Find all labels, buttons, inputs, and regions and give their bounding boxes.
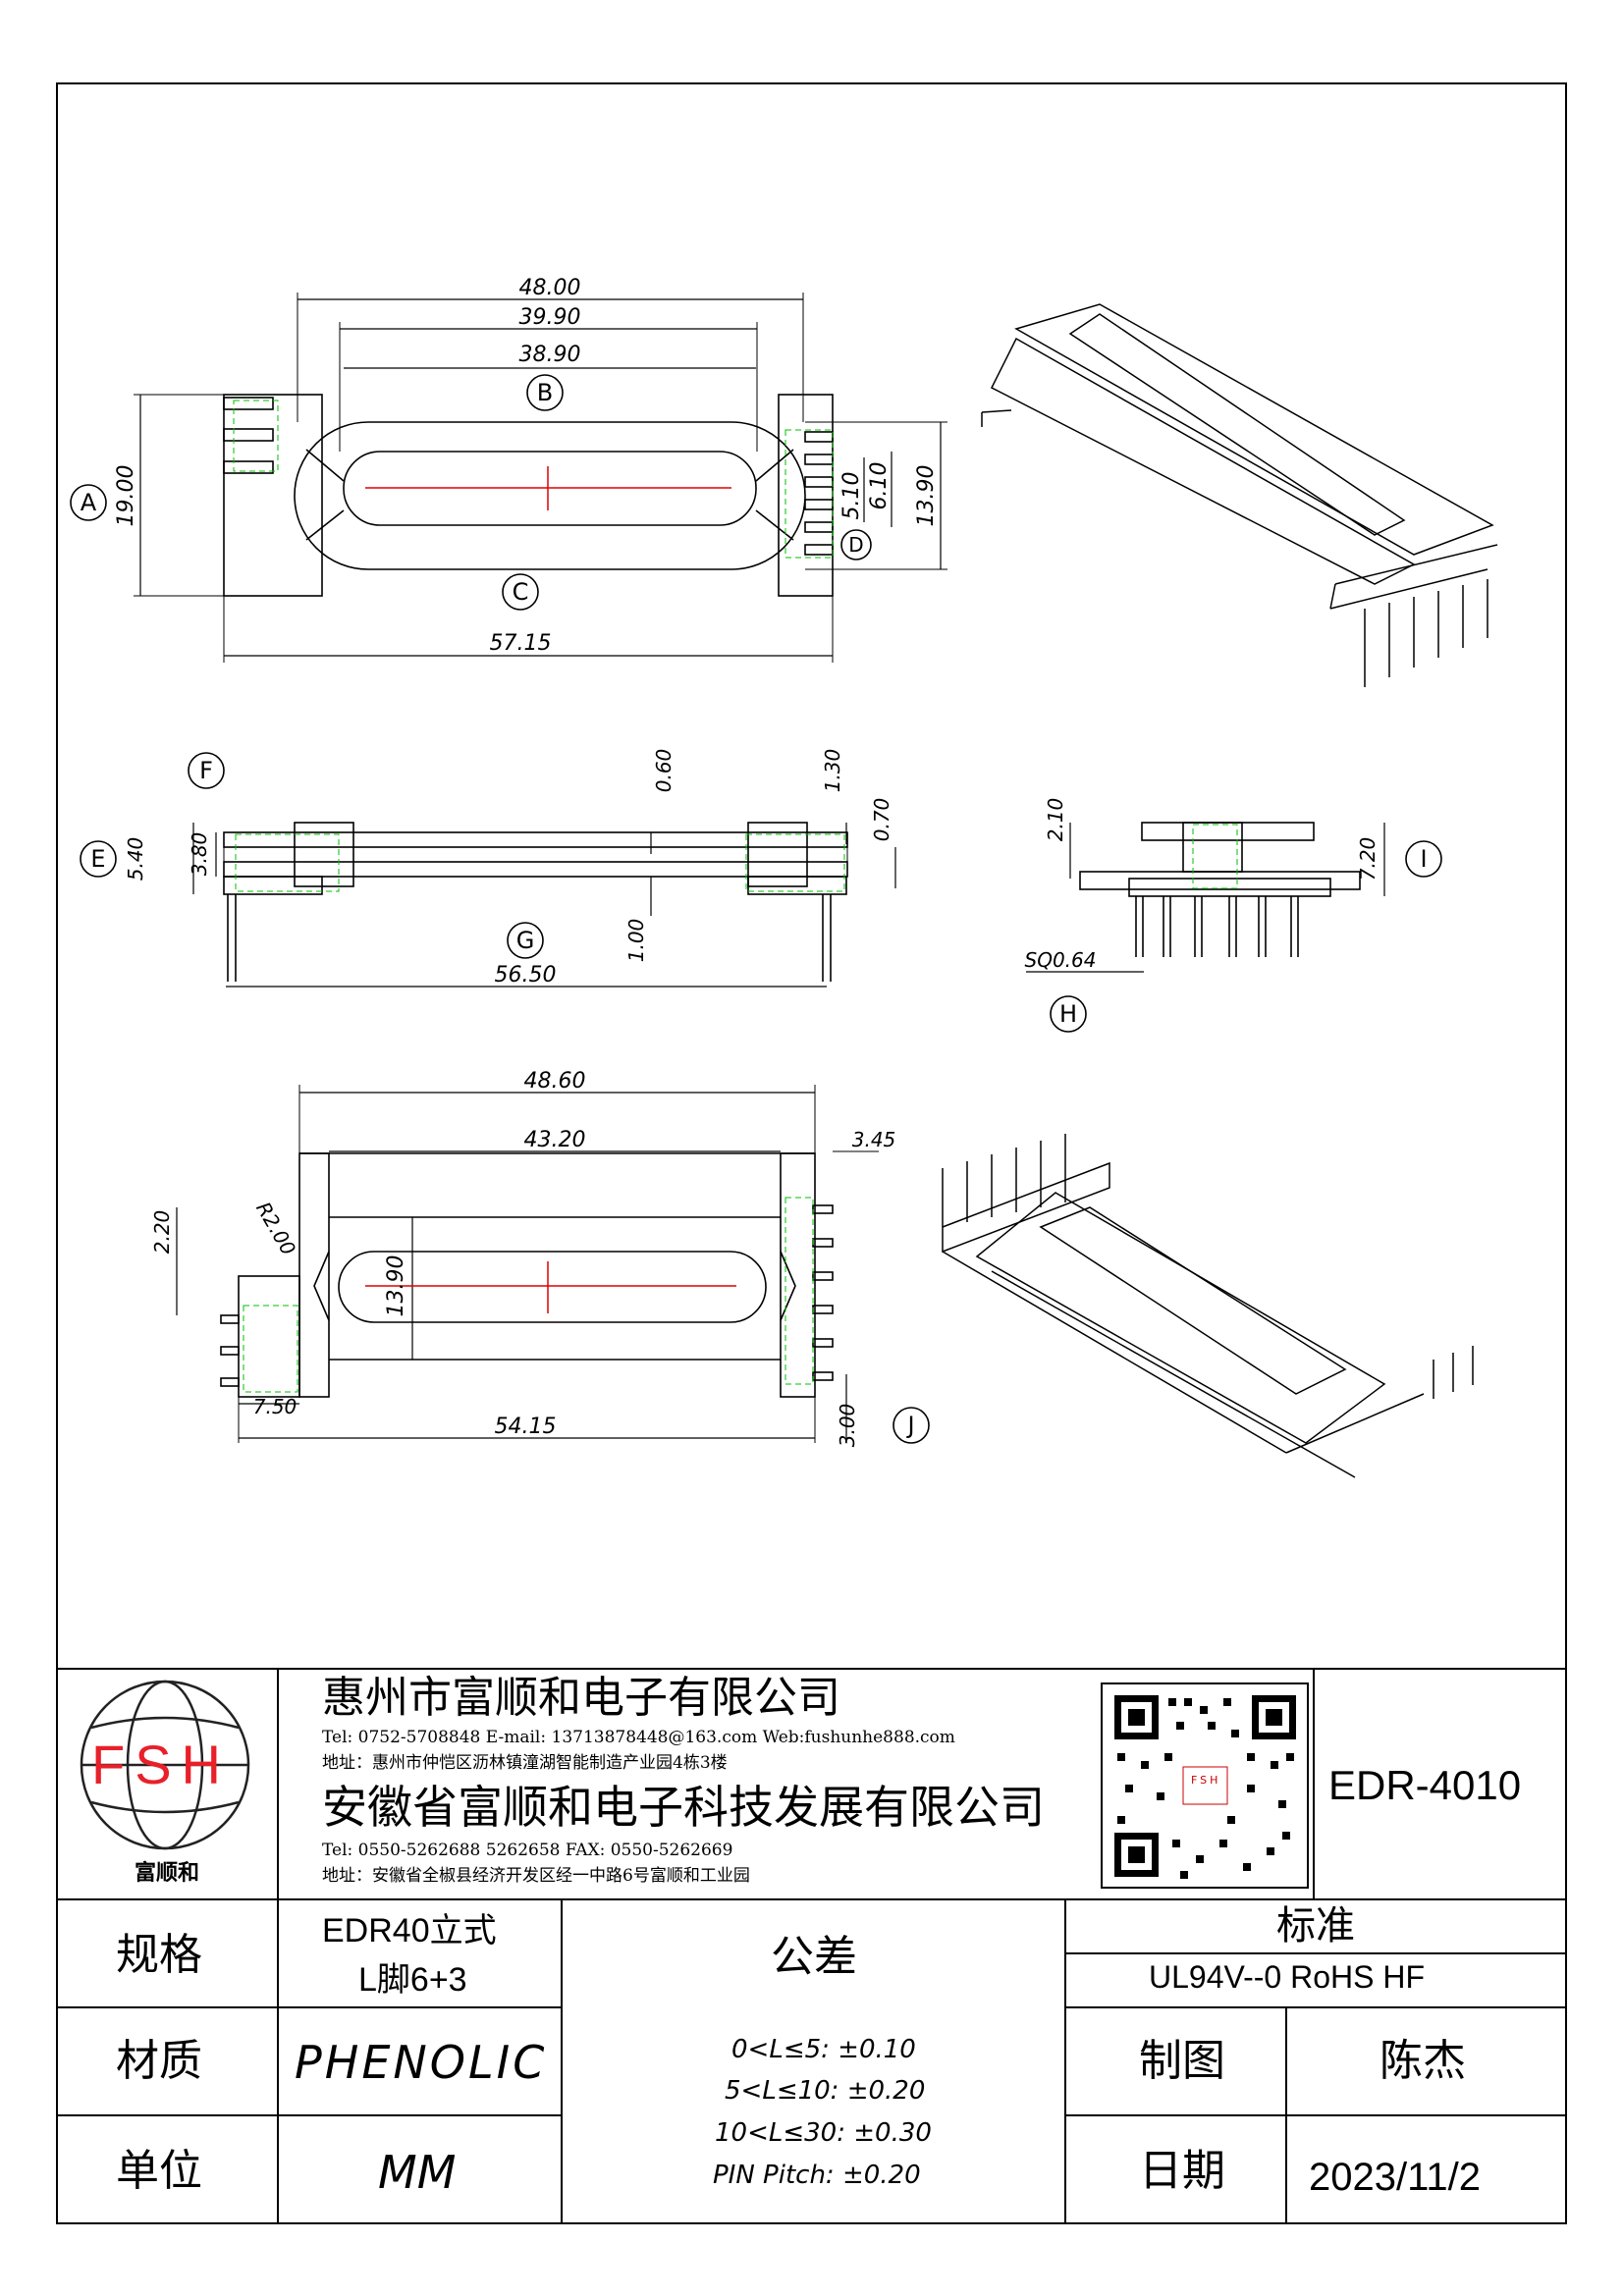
top-view (70, 293, 947, 663)
dim-13-90: 13.90 (914, 465, 939, 527)
company-name-1: 惠州市富顺和电子有限公司 (322, 1673, 840, 1723)
dim-56-50: 56.50 (495, 963, 557, 988)
dim-57-15: 57.15 (490, 631, 552, 656)
unit-value: MM (378, 2146, 457, 2199)
dim-5-10: 5.10 (839, 472, 864, 520)
drawn-by-value: 陈杰 (1380, 2036, 1466, 2086)
company-address-1: 地址：惠州市仲恺区沥林镇潼湖智能制造产业园4栋3楼 (322, 1753, 728, 1773)
label-e: E (90, 845, 105, 873)
dim-3-45: 3.45 (852, 1128, 896, 1151)
side-view (80, 752, 896, 988)
standard-label: 标准 (1276, 1903, 1355, 1949)
label-b: B (537, 379, 553, 406)
company-address-2: 地址：安徽省全椒县经济开发区经一中路6号富顺和工业园 (322, 1866, 750, 1886)
dim-sq0-64: SQ0.64 (1025, 948, 1097, 972)
material-value: PHENOLIC (295, 2036, 548, 2089)
end-view-hidden-lines (1192, 824, 1238, 889)
part-number: EDR-4010 (1328, 1762, 1522, 1808)
dim-1-00: 1.00 (624, 919, 648, 963)
dim-13-90-b: 13.90 (384, 1255, 408, 1317)
dim-7-50: 7.50 (253, 1395, 298, 1418)
company-name-2: 安徽省富顺和电子科技发展有限公司 (322, 1781, 1045, 1834)
dim-19-00: 19.00 (114, 465, 138, 527)
end-view (1026, 822, 1442, 1033)
dim-48-00: 48.00 (519, 276, 581, 300)
label-a: A (81, 489, 97, 516)
drawn-by-label: 制图 (1139, 2036, 1225, 2086)
label-j: J (905, 1412, 914, 1439)
dim-43-20: 43.20 (524, 1128, 586, 1152)
dim-3-00: 3.00 (836, 1404, 859, 1448)
label-d: D (848, 533, 863, 557)
label-i: I (1420, 845, 1427, 873)
logo-text: FSH (91, 1734, 231, 1795)
dim-2-10: 2.10 (1044, 798, 1067, 842)
dim-5-40: 5.40 (124, 837, 147, 881)
dim-0-70: 0.70 (870, 798, 893, 842)
company-contact-1: Tel: 0752-5708848 E-mail: 13713878448@16… (322, 1728, 955, 1747)
dim-38-90: 38.90 (519, 343, 581, 367)
spec-value-line-2: L脚6+3 (358, 1961, 467, 1999)
top-view-hidden-lines (233, 400, 834, 559)
dim-48-60: 48.60 (524, 1069, 586, 1094)
dim-r2-00: R2.00 (251, 1198, 300, 1259)
dimension-labels: 48.00 39.90 38.90 19.00 13.90 6.105.10 57.15 A B… (81, 276, 1428, 1447)
bottom-view (176, 1085, 930, 1444)
tolerance-label: 公差 (771, 1932, 857, 1982)
bottom-view-hidden-lines (243, 1197, 814, 1393)
side-view-hidden-lines (235, 833, 845, 892)
label-c: C (513, 578, 529, 606)
dim-7-20: 7.20 (1356, 837, 1380, 881)
date-value: 2023/11/2 (1309, 2156, 1481, 2199)
label-h: H (1059, 1000, 1077, 1028)
tolerance-line-4: PIN Pitch: ±0.20 (713, 2161, 921, 2190)
dim-0-60: 0.60 (652, 749, 676, 793)
dim-54-15: 54.15 (495, 1415, 557, 1439)
isometric-view-top (981, 303, 1498, 687)
title-block-grid (57, 1668, 1566, 2223)
qr-code-icon (1109, 1690, 1301, 1882)
dim-2-20: 2.20 (150, 1210, 174, 1255)
unit-label: 单位 (116, 2146, 202, 2196)
dim-39-90: 39.90 (519, 305, 581, 330)
dim-6-10: 6.10 (867, 462, 892, 510)
spec-value-line-1: EDR40立式 (322, 1912, 497, 1949)
label-g: G (516, 927, 535, 954)
qr-caption: FSH (1191, 1774, 1221, 1787)
logo-caption: 富顺和 (135, 1861, 200, 1886)
isometric-view-bottom (942, 1134, 1474, 1478)
label-f: F (199, 757, 213, 784)
sheet-border (56, 82, 1567, 2224)
material-label: 材质 (116, 2036, 202, 2086)
standard-value: UL94V--0 RoHS HF (1149, 1959, 1425, 1995)
tolerance-line-2: 5<L≤10: ±0.20 (725, 2076, 926, 2106)
tolerance-line-1: 0<L≤5: ±0.10 (731, 2035, 916, 2064)
dim-3-80: 3.80 (188, 832, 211, 877)
dim-1-30: 1.30 (821, 749, 844, 793)
spec-label: 规格 (116, 1930, 202, 1980)
tolerance-line-3: 10<L≤30: ±0.30 (715, 2118, 932, 2148)
date-label: 日期 (1139, 2146, 1225, 2196)
company-contact-2: Tel: 0550-5262688 5262658 FAX: 0550-5262… (322, 1841, 733, 1860)
logo-globe-icon (80, 1680, 250, 1850)
